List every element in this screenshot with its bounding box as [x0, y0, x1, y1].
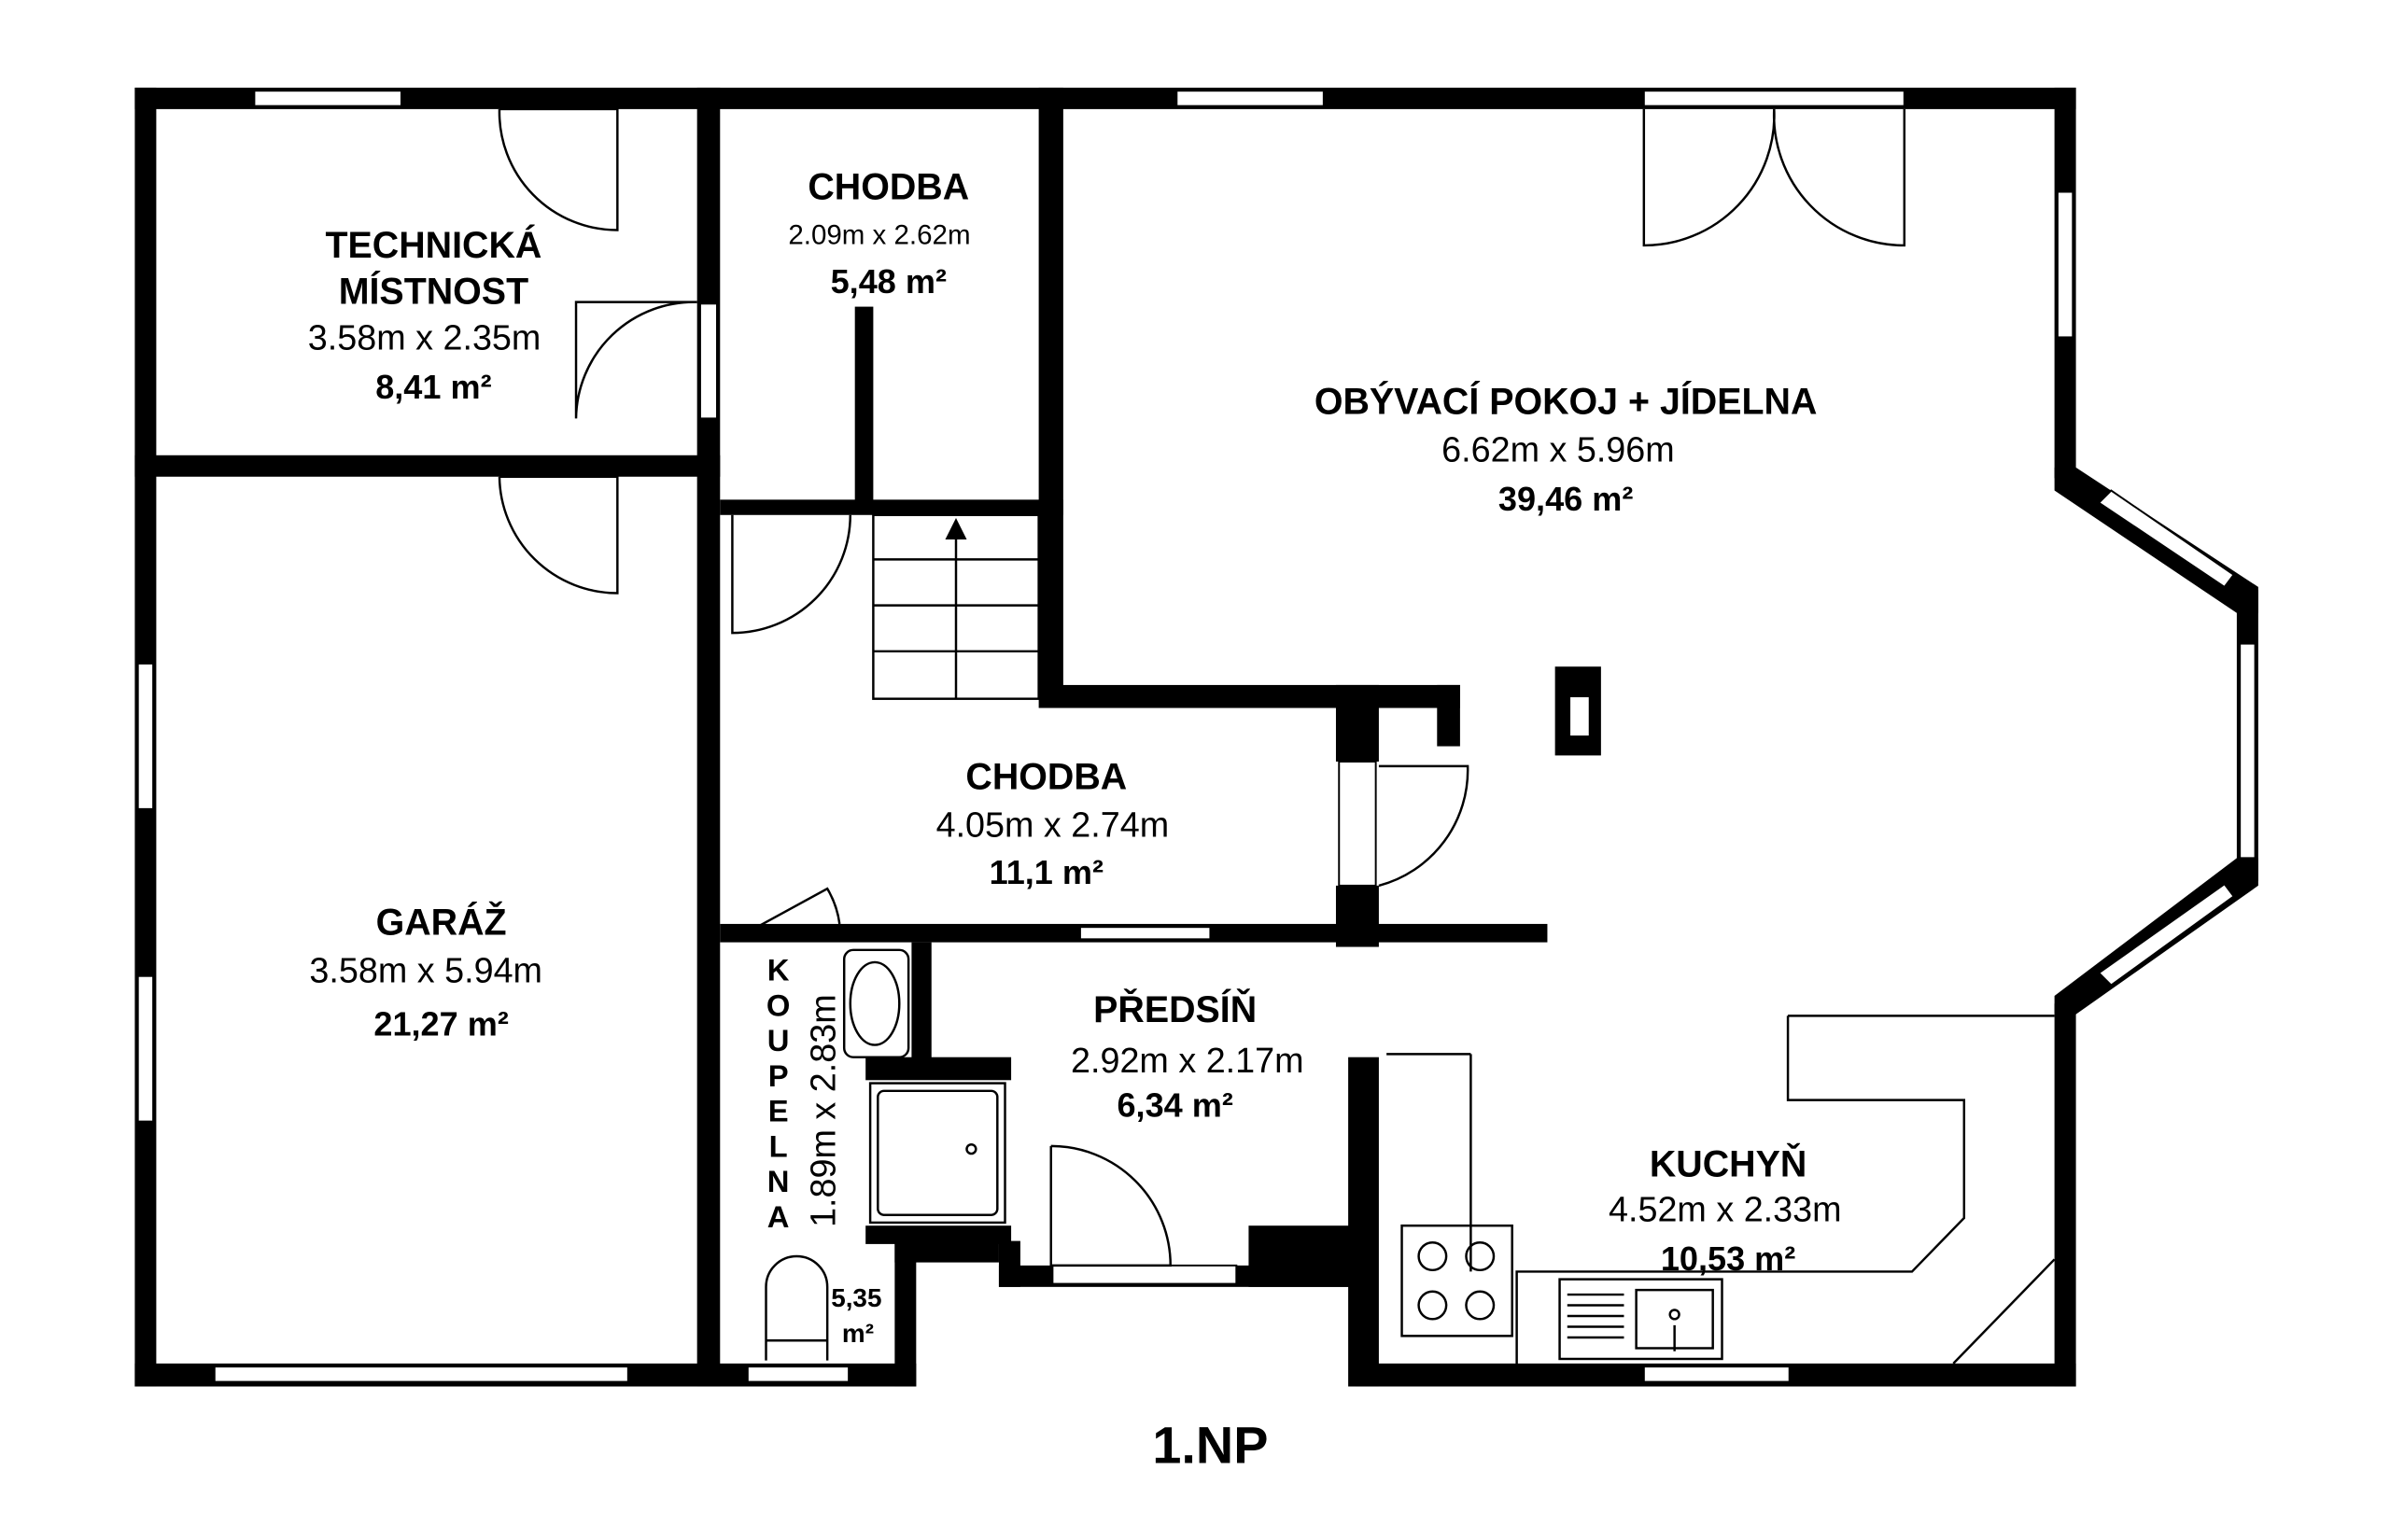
room-name: CHODBA [808, 167, 969, 208]
room-dimensions: 3.58m x 2.35m [308, 318, 541, 357]
room-garaz: GARÁŽ 3.58m x 5.94m 21,27 m² [309, 902, 542, 1043]
room-name: MÍSTNOST [339, 271, 528, 312]
room-area: 39,46 m² [1498, 480, 1633, 518]
room-dimensions: 2.92m x 2.17m [1071, 1041, 1304, 1080]
room-name-letter: K [767, 953, 790, 987]
room-name-letter: P [768, 1058, 789, 1093]
room-chodba-upper: CHODBA 2.09m x 2.62m 5,48 m² [788, 167, 970, 301]
room-dimensions: 1.89m x 2.83m [803, 994, 842, 1227]
room-name-letter: N [767, 1164, 790, 1198]
room-name: CHODBA [965, 757, 1127, 798]
stairs [872, 513, 1040, 700]
room-dimensions: 2.09m x 2.62m [788, 219, 970, 250]
room-area: 8,41 m² [375, 368, 491, 406]
room-area: 10,53 m² [1661, 1239, 1795, 1278]
room-area: 6,34 m² [1117, 1086, 1232, 1125]
room-dimensions: 6.62m x 5.96m [1441, 429, 1675, 469]
room-area: 5,48 m² [831, 262, 947, 301]
room-area-value: 5,35 [831, 1283, 881, 1312]
room-dimensions: 4.05m x 2.74m [936, 805, 1170, 844]
room-obyvaci-pokoj: OBÝVACÍ POKOJ + JÍDELNA 6.62m x 5.96m 39… [1314, 381, 1818, 517]
room-chodba-lower: CHODBA 4.05m x 2.74m 11,1 m² [936, 757, 1170, 892]
room-predsin: PŘEDSÍŇ 2.92m x 2.17m 6,34 m² [1071, 989, 1304, 1125]
fixtures [765, 948, 2056, 1379]
room-technicka: TECHNICKÁ MÍSTNOST 3.58m x 2.35m 8,41 m² [308, 225, 542, 406]
room-name-letter: U [767, 1023, 790, 1057]
room-koupelna: K O U P E L N A 1.89m x 2.83m 5,35 m² [766, 953, 882, 1348]
floor-label: 1.NP [1152, 1416, 1268, 1475]
doors [498, 107, 1906, 1267]
room-name: KUCHYŇ [1650, 1144, 1807, 1185]
windows [136, 90, 2256, 1383]
room-kuchyn: KUCHYŇ 4.52m x 2.33m 10,53 m² [1609, 1144, 1842, 1278]
room-area-unit: m² [842, 1319, 874, 1348]
room-dimensions: 4.52m x 2.33m [1609, 1189, 1842, 1228]
room-area: 11,1 m² [990, 853, 1104, 891]
room-name: TECHNICKÁ [325, 225, 541, 266]
room-name-letter: O [766, 987, 791, 1022]
room-area: 21,27 m² [373, 1005, 508, 1043]
room-name: OBÝVACÍ POKOJ + JÍDELNA [1314, 381, 1818, 422]
room-name-letter: E [768, 1094, 789, 1128]
room-dimensions: 3.58m x 5.94m [309, 950, 542, 989]
room-name-letter: L [769, 1128, 788, 1163]
room-name-letter: A [767, 1199, 790, 1234]
room-name: PŘEDSÍŇ [1093, 989, 1257, 1030]
room-name: GARÁŽ [376, 902, 507, 943]
